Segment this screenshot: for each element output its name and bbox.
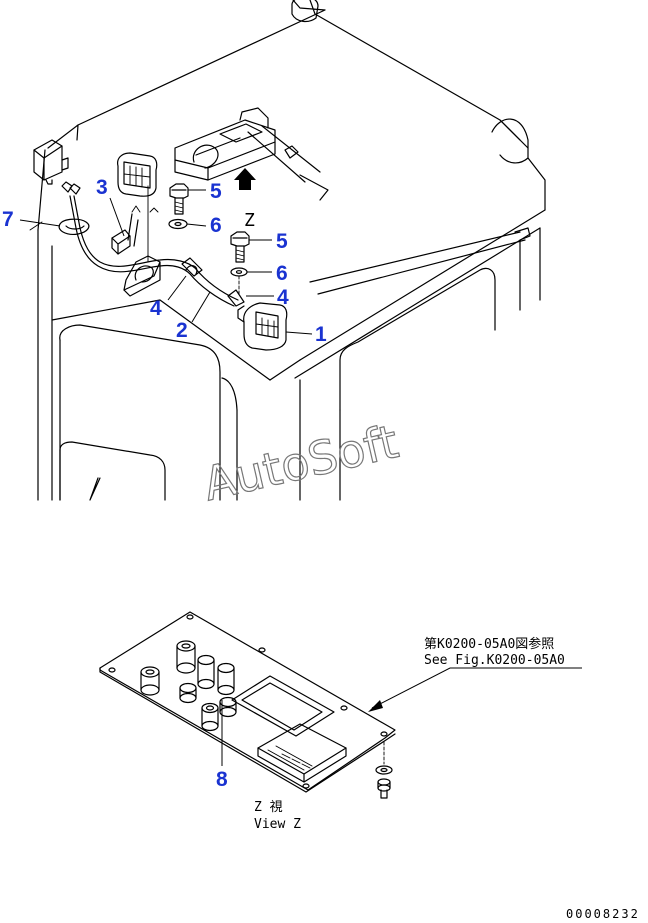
callout-6-upper: 6 — [210, 214, 222, 237]
callout-leaders — [19, 189, 313, 335]
wire-harness — [58, 195, 245, 307]
reference-jp: 第K0200-05A0図参照 — [424, 636, 554, 652]
plate-washer — [375, 765, 393, 775]
watermark: AutoSoft — [198, 414, 403, 511]
view-caption-en: View Z — [254, 817, 301, 832]
callout-5-upper: 5 — [210, 180, 222, 203]
callout-4-right: 4 — [277, 286, 289, 309]
bracket-part-3 — [111, 185, 161, 297]
connector-f — [219, 696, 237, 718]
connector-d — [217, 662, 235, 696]
callout-3: 3 — [96, 176, 108, 199]
view-caption-jp: Z 視 — [254, 800, 283, 815]
connector-g — [201, 702, 219, 732]
view-z-panel — [99, 611, 396, 793]
washer-upper — [168, 218, 188, 230]
connector-c — [197, 654, 215, 690]
callout-8: 8 — [216, 768, 228, 791]
work-lamp-front — [237, 302, 288, 351]
work-lamp-rear — [117, 152, 158, 197]
washer-lower — [230, 267, 248, 277]
drawing-number: 00008232 — [566, 907, 640, 921]
bolt-lower — [230, 231, 250, 263]
callout-2: 2 — [176, 319, 188, 342]
cab-body — [29, 0, 546, 501]
bolt-upper — [169, 183, 189, 215]
callout-5-lower: 5 — [276, 230, 288, 253]
connector-e — [179, 682, 197, 704]
rear-lamp — [33, 139, 81, 195]
callout-4-left: 4 — [150, 297, 162, 320]
callout-6-lower: 6 — [276, 262, 288, 285]
connector-a — [140, 666, 160, 696]
reference-leader — [371, 667, 582, 709]
view-arrow — [234, 168, 256, 190]
connector-group — [140, 640, 237, 732]
view-marker: Z — [244, 210, 255, 231]
reference-arrowhead — [368, 700, 383, 712]
callout-1: 1 — [315, 323, 327, 346]
reference-en: See Fig.K0200-05A0 — [424, 653, 565, 668]
plate-screw — [377, 741, 391, 799]
roof-bracket — [174, 107, 329, 201]
connector-b — [176, 640, 196, 674]
callout-7: 7 — [2, 208, 14, 231]
